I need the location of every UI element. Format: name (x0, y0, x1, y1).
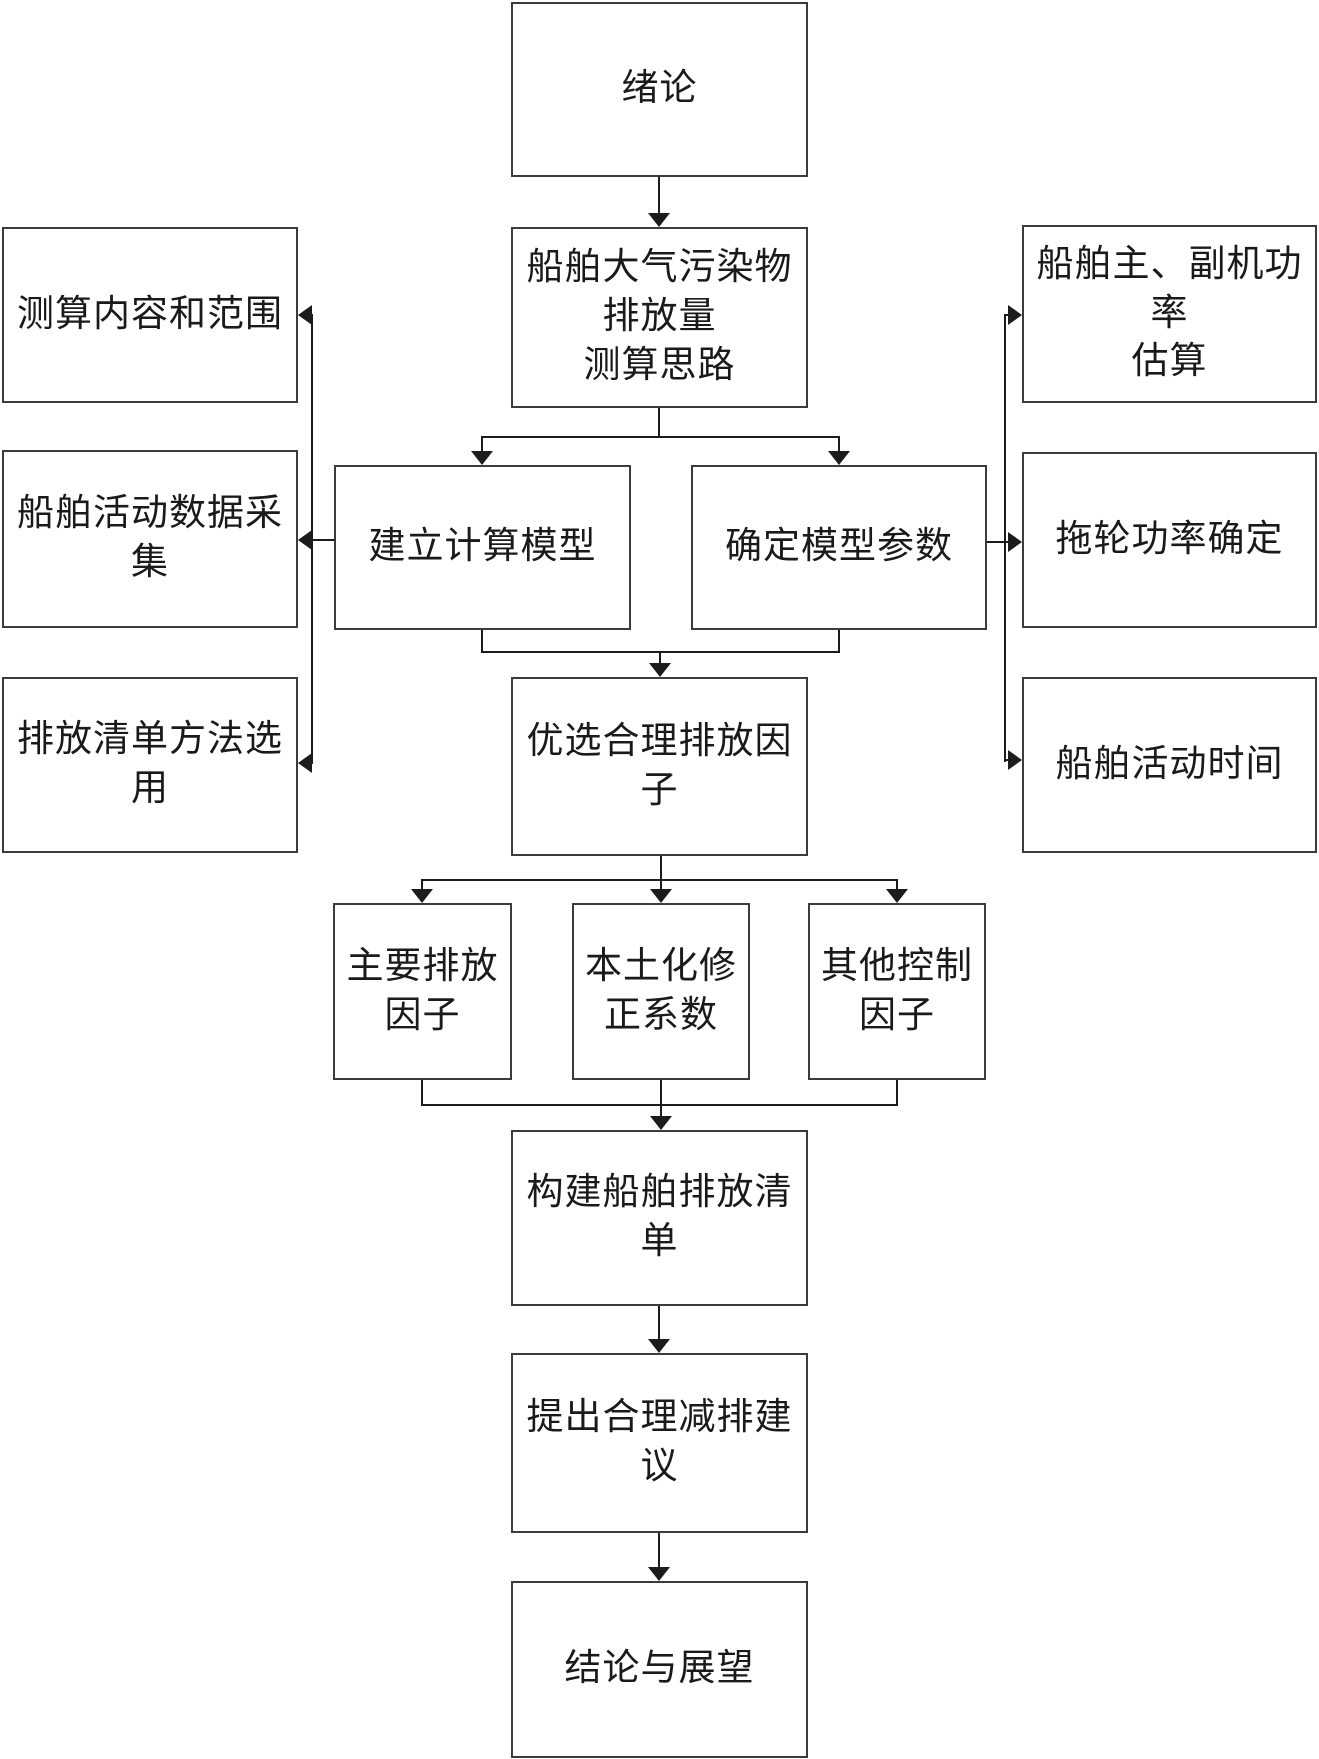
connector-selectfactors-split-stem (660, 856, 662, 881)
connector-split-otherfactors-arrow-icon (886, 889, 908, 903)
flow-node-localization: 本土化修 正系数 (572, 903, 750, 1080)
connector-factors-inventory-line (660, 1080, 662, 1118)
flow-node-suggestions: 提出合理减排建议 (511, 1353, 808, 1533)
flow-node-determine-params-label: 确定模型参数 (725, 526, 953, 568)
flow-node-build-inventory-label: 构建船舶排放清单 (526, 1172, 793, 1262)
connector-params-right-line (987, 541, 1008, 543)
flow-node-activity-time: 船舶活动时间 (1022, 677, 1317, 853)
flow-node-conclusion-label: 结论与展望 (564, 1648, 755, 1690)
connector-right-trunk (1004, 314, 1006, 762)
connector-right-activitytime-arrow-icon (1008, 750, 1022, 770)
connector-left-trunk (311, 314, 313, 764)
connector-merge-selectfactors-line (659, 651, 661, 665)
connector-otherfactors-merge-line (896, 1080, 898, 1106)
flow-node-approach-label: 船舶大气污染物 排放量 测算思路 (526, 247, 793, 386)
connector-left-scope-arrow-icon (298, 305, 312, 325)
connector-approach-split-stem (658, 408, 660, 438)
connector-split-otherfactors-line (896, 879, 898, 891)
flow-node-main-factors-label: 主要排放 因子 (346, 945, 499, 1036)
flow-node-localization-label: 本土化修 正系数 (585, 945, 737, 1036)
connector-right-enginepower-arrow-icon (1008, 305, 1022, 325)
connector-split-mainfactors-line (421, 879, 423, 891)
flow-node-select-factors: 优选合理排放因子 (511, 677, 808, 856)
connector-right-top-stub (1004, 314, 1010, 316)
flow-node-intro: 绪论 (511, 2, 808, 177)
flow-node-build-model: 建立计算模型 (334, 465, 631, 630)
flow-node-method-selection-label: 排放清单方法选用 (17, 719, 283, 809)
flow-node-determine-params: 确定模型参数 (691, 465, 987, 630)
connector-intro-approach-arrow-icon (648, 213, 670, 227)
flow-node-tugboat-power-label: 拖轮功率确定 (1055, 518, 1284, 560)
connector-approach-split-bar (481, 436, 840, 438)
connector-intro-approach-line (658, 177, 660, 215)
connector-inventory-suggestions-arrow-icon (648, 1339, 670, 1353)
flow-node-scope: 测算内容和范围 (2, 227, 298, 403)
flow-node-data-collection: 船舶活动数据采集 (2, 450, 298, 628)
flow-node-select-factors-label: 优选合理排放因子 (526, 720, 793, 811)
flow-node-tugboat-power: 拖轮功率确定 (1022, 452, 1317, 628)
flow-node-main-factors: 主要排放 因子 (333, 903, 512, 1080)
flow-node-approach: 船舶大气污染物 排放量 测算思路 (511, 227, 808, 408)
flow-node-other-factors-label: 其他控制 因子 (821, 945, 973, 1036)
connector-right-tugboat-arrow-icon (1008, 532, 1022, 552)
connector-inventory-suggestions-line (658, 1306, 660, 1341)
connector-approach-buildmodel-arrow-icon (471, 451, 493, 465)
flow-node-engine-power: 船舶主、副机功率 估算 (1022, 225, 1317, 403)
flow-node-scope-label: 测算内容和范围 (17, 293, 283, 335)
connector-split-localization-line (660, 879, 662, 891)
connector-approach-buildmodel-line (481, 436, 483, 452)
flow-node-activity-time-label: 船舶活动时间 (1055, 743, 1284, 785)
connector-buildmodel-merge-line (481, 630, 483, 653)
connector-factors-merge-bar (421, 1104, 898, 1106)
connector-left-methodselection-arrow-icon (298, 753, 312, 773)
connector-right-bottom-stub (1004, 759, 1010, 761)
connector-selectfactors-split-bar (421, 879, 898, 881)
connector-buildmodel-left-line (311, 539, 335, 541)
flow-node-build-model-label: 建立计算模型 (368, 526, 597, 568)
connector-factors-inventory-arrow-icon (650, 1116, 672, 1130)
flow-node-engine-power-label: 船舶主、副机功率 估算 (1036, 243, 1303, 383)
connector-mainfactors-merge-line (421, 1080, 423, 1106)
connector-split-mainfactors-arrow-icon (411, 889, 433, 903)
flow-node-other-factors: 其他控制 因子 (808, 903, 986, 1080)
connector-split-localization-arrow-icon (650, 889, 672, 903)
flow-node-method-selection: 排放清单方法选用 (2, 677, 298, 853)
connector-merge-selectfactors-arrow-icon (649, 663, 671, 677)
flow-node-build-inventory: 构建船舶排放清单 (511, 1130, 808, 1306)
flow-node-conclusion: 结论与展望 (511, 1581, 808, 1758)
flow-node-data-collection-label: 船舶活动数据采集 (17, 493, 283, 583)
connector-suggestions-conclusion-line (658, 1533, 660, 1569)
flow-node-suggestions-label: 提出合理减排建议 (526, 1397, 793, 1487)
connector-approach-params-arrow-icon (828, 451, 850, 465)
flow-node-intro-label: 绪论 (621, 68, 698, 110)
connector-suggestions-conclusion-arrow-icon (648, 1567, 670, 1581)
connector-params-merge-line (838, 630, 840, 653)
connector-approach-params-line (838, 436, 840, 452)
connector-left-datacollection-arrow-icon (298, 530, 312, 550)
